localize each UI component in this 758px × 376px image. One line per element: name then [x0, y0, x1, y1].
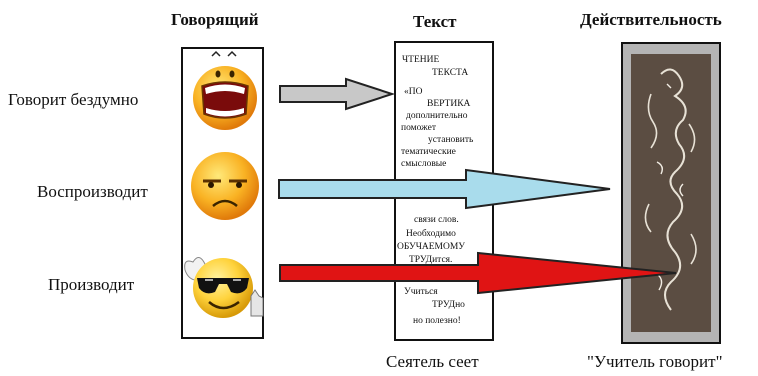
text-line: ВЕРТИКА [427, 99, 471, 109]
row-label-produces: Производит [48, 275, 135, 294]
text-line: Учиться [404, 287, 438, 297]
text-line: связи слов. [414, 215, 459, 225]
arrow-produces [279, 251, 677, 295]
caption-text: Сеятель сеет [386, 352, 479, 371]
text-line: дополнительно [406, 111, 468, 121]
caption-reality: "Учитель говорит" [587, 352, 723, 371]
text-line: ТЕКСТА [432, 68, 469, 78]
text-line: установить [428, 135, 474, 145]
header-text: Текст [413, 12, 457, 31]
frowning-smiley-icon [191, 152, 259, 220]
text-line: ТРУДно [432, 300, 465, 310]
text-line: ЧТЕНИЕ [402, 55, 440, 65]
arrow-reproduces [278, 168, 611, 210]
text-line: «ПО [404, 87, 423, 97]
text-line: ТРУДится. [409, 255, 453, 265]
text-line: тематические [401, 147, 456, 157]
text-line: ОБУЧАЕМОМУ [397, 242, 466, 252]
text-line: Необходимо [406, 229, 456, 239]
row-label-thoughtless: Говорит бездумно [8, 90, 139, 109]
reality-frame [621, 42, 721, 344]
row-label-reproduces: Воспроизводит [37, 182, 148, 201]
header-speaker: Говорящий [171, 10, 259, 29]
text-line: поможет [401, 123, 436, 133]
text-line: но полезно! [413, 316, 461, 326]
reality-picture [631, 54, 711, 332]
abstract-drawing-icon [631, 54, 711, 332]
arrow-thoughtless [279, 77, 396, 111]
text-line: смысловые [401, 159, 447, 169]
header-reality: Действительность [580, 10, 722, 29]
shouting-smiley-icon [193, 50, 257, 130]
cool-smiley-icon [184, 257, 264, 318]
